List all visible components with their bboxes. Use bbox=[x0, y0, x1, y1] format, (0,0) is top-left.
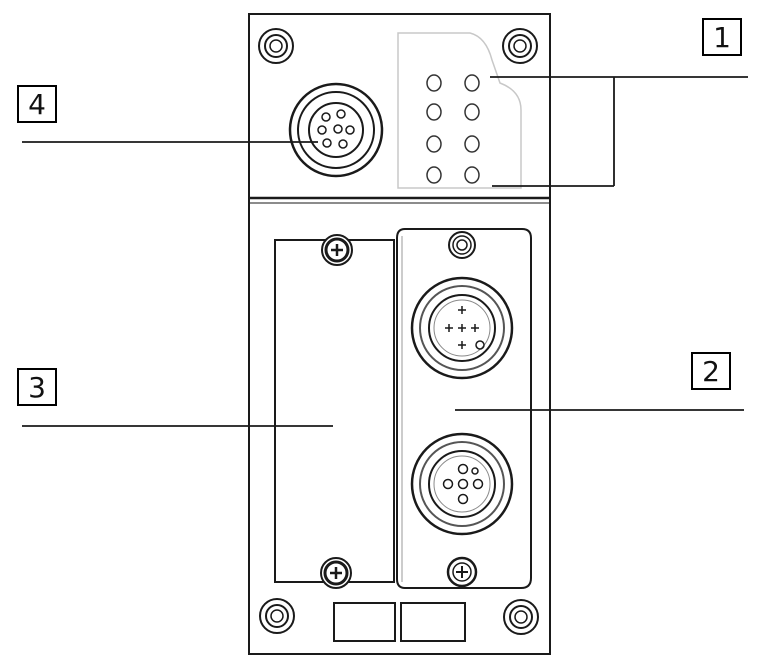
callout-4: 4 bbox=[17, 85, 57, 123]
leader-line-1 bbox=[490, 76, 748, 187]
module-socket-lower bbox=[410, 432, 514, 536]
callout-3: 3 bbox=[17, 368, 57, 406]
label-field-right bbox=[400, 602, 466, 642]
corner-screw-top-left bbox=[258, 28, 294, 64]
label-field-left bbox=[333, 602, 396, 642]
module-screw-top bbox=[448, 231, 476, 259]
status-led-array bbox=[426, 74, 480, 184]
module-screw-bottom bbox=[446, 556, 478, 588]
cover-screw-bottom bbox=[320, 557, 352, 589]
module-socket-upper bbox=[410, 276, 514, 380]
corner-screw-bottom-right bbox=[503, 599, 539, 635]
connector-module bbox=[396, 228, 532, 589]
cover-screw-top bbox=[321, 234, 353, 266]
corner-screw-top-right bbox=[502, 28, 538, 64]
corner-screw-bottom-left bbox=[259, 598, 295, 634]
callout-1: 1 bbox=[702, 18, 742, 56]
top-round-connector bbox=[288, 82, 384, 178]
led-panel bbox=[397, 32, 522, 189]
callout-2: 2 bbox=[691, 352, 731, 390]
